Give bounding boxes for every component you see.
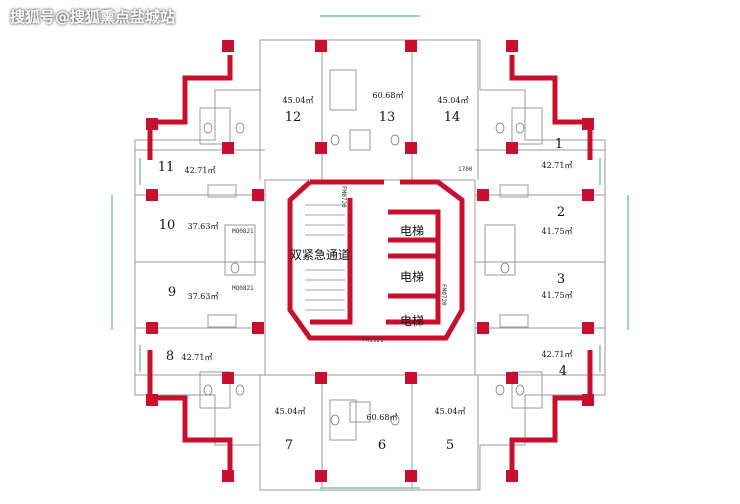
column: [405, 470, 417, 482]
elevator-label-2: 电梯: [399, 270, 425, 284]
unit-area: 37.63㎡: [187, 292, 219, 301]
column: [506, 142, 518, 154]
door-mark-main: FM1521: [362, 337, 384, 344]
toilet-fixture: [515, 122, 525, 134]
unit-area: 42.71㎡: [181, 353, 213, 362]
unit-number: 11: [157, 160, 175, 175]
unit-area: 42.71㎡: [541, 350, 573, 359]
watermark-text: 搜狐号@搜狐熏点盐城站: [10, 8, 176, 26]
unit-number: 10: [158, 218, 176, 233]
toilet-fixture: [230, 262, 240, 274]
unit-area: 41.75㎡: [541, 227, 573, 236]
unit-area: 45.04㎡: [434, 407, 466, 416]
column: [315, 142, 327, 154]
toilet-fixture: [235, 122, 245, 134]
column: [222, 142, 234, 154]
toilet-fixture: [235, 384, 245, 396]
column: [506, 372, 518, 384]
column: [222, 40, 234, 52]
column: [315, 372, 327, 384]
unit-area: 45.04㎡: [437, 96, 469, 105]
column: [222, 470, 234, 482]
unit-number: 7: [284, 438, 294, 453]
door-tag-9: MQ0821: [232, 285, 254, 292]
column: [506, 40, 518, 52]
column: [315, 470, 327, 482]
window-frames: [111, 15, 629, 489]
column: [146, 118, 158, 130]
column: [146, 189, 158, 201]
toilet-fixture: [495, 122, 505, 134]
column: [405, 142, 417, 154]
toilet-fixtures: [203, 122, 525, 426]
unit-area: 37.63㎡: [187, 222, 219, 231]
column: [405, 372, 417, 384]
column: [506, 470, 518, 482]
unit-area: 45.04㎡: [282, 96, 314, 105]
column: [315, 40, 327, 52]
toilet-fixture: [330, 414, 340, 426]
column: [405, 40, 417, 52]
stair-label: 双紧急通道: [289, 248, 351, 262]
column: [146, 322, 158, 334]
column: [582, 322, 594, 334]
toilet-fixture: [390, 134, 400, 146]
column: [146, 394, 158, 406]
column: [252, 322, 264, 334]
unit-number: 6: [377, 438, 387, 453]
column: [582, 118, 594, 130]
unit-number: 5: [445, 438, 455, 453]
unit-number: 1: [554, 137, 564, 152]
column: [222, 372, 234, 384]
unit-area: 60.68㎡: [372, 91, 404, 100]
column: [477, 189, 489, 201]
unit-number: 12: [284, 110, 302, 125]
elevator-label-3: 电梯: [399, 314, 425, 328]
unit-number: 4: [558, 364, 568, 379]
toilet-fixture: [500, 262, 510, 274]
unit-area: 42.71㎡: [184, 166, 216, 175]
toilet-fixture: [495, 384, 505, 396]
toilet-fixture: [330, 134, 340, 146]
column: [582, 189, 594, 201]
toilet-fixture: [203, 384, 213, 396]
door-tag-10: MQ0821: [232, 228, 254, 235]
dim-mark: 1700: [458, 166, 473, 173]
column: [582, 394, 594, 406]
unit-area: 42.71㎡: [541, 161, 573, 170]
unit-number: 9: [167, 285, 177, 300]
structural-columns: [146, 40, 594, 482]
unit-area: 41.75㎡: [541, 291, 573, 300]
toilet-fixture: [515, 384, 525, 396]
unit-area: 45.04㎡: [274, 407, 306, 416]
elevator-label-1: 电梯: [399, 224, 425, 238]
toilet-fixture: [203, 122, 213, 134]
unit-area: 60.68㎡: [366, 413, 398, 422]
unit-number: 8: [165, 349, 175, 364]
unit-number: 13: [378, 110, 396, 125]
unit-number: 14: [443, 110, 461, 125]
column: [252, 189, 264, 201]
column: [477, 322, 489, 334]
unit-number: 2: [556, 205, 566, 220]
door-mark-elevator: FM0720: [440, 284, 447, 306]
stair-treads: [305, 204, 345, 311]
toilet-fixture: [390, 414, 400, 426]
unit-number: 3: [556, 272, 566, 287]
door-mark-stair: FM0720: [340, 186, 347, 208]
